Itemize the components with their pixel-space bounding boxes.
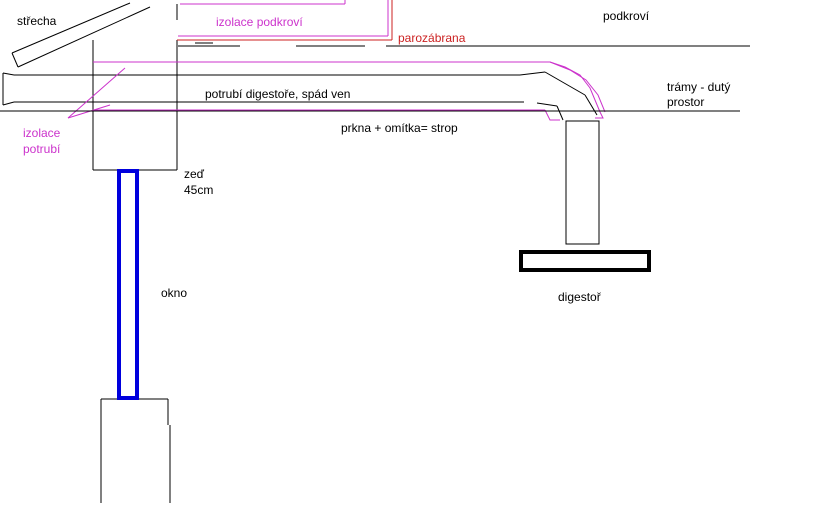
label-attic: podkroví xyxy=(603,9,650,23)
hood-vertical-duct xyxy=(565,120,600,245)
roof-beam xyxy=(11,2,151,68)
vapor-barrier xyxy=(177,0,393,41)
window-frame xyxy=(117,169,139,400)
attic-insulation xyxy=(178,0,389,37)
range-hood xyxy=(519,250,651,272)
label-pipe-insulation: izolace xyxy=(23,126,61,140)
label-window: okno xyxy=(161,286,188,300)
label-beams: trámy - dutý xyxy=(667,80,731,94)
attic-floor-line xyxy=(178,42,750,47)
label-hood: digestoř xyxy=(558,290,601,304)
label-wall-thickness: 45cm xyxy=(184,183,214,197)
wall-lower xyxy=(100,398,171,503)
label-attic-insulation: izolace podkroví xyxy=(216,15,303,29)
label-beams-line2: prostor xyxy=(667,95,705,109)
duct-insulation xyxy=(67,61,606,121)
hood-duct xyxy=(2,71,598,121)
label-roof: střecha xyxy=(17,14,57,28)
label-pipe-insulation-line2: potrubí xyxy=(23,142,61,156)
label-duct: potrubí digestoře, spád ven xyxy=(205,87,351,101)
wall-upper xyxy=(92,4,178,171)
label-wall: zeď xyxy=(184,167,205,181)
label-vapor-barrier: parozábrana xyxy=(398,31,466,45)
label-ceiling: prkna + omítka= strop xyxy=(341,121,458,135)
